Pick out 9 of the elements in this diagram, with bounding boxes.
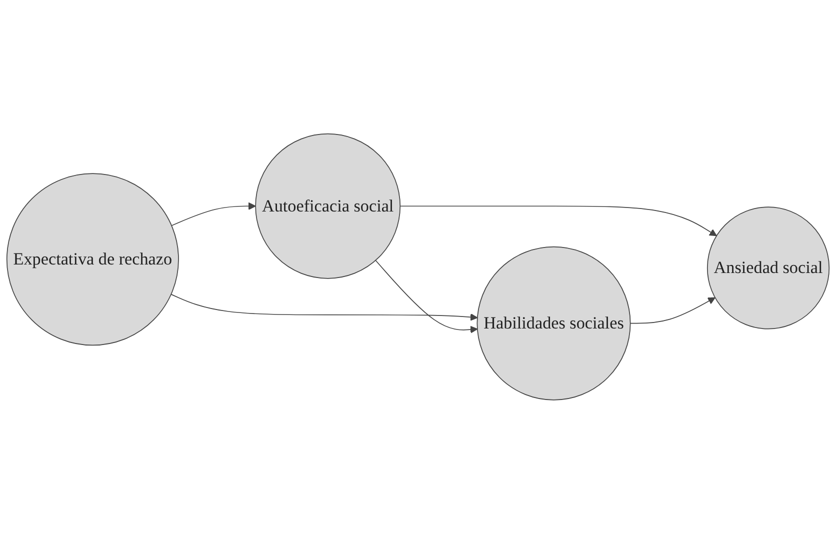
arrow bbox=[630, 296, 716, 324]
node-circle: Expectativa de rechazo bbox=[6, 172, 179, 346]
arrow bbox=[400, 205, 717, 236]
arrow bbox=[170, 294, 478, 321]
node-circle: Ansiedad social bbox=[706, 206, 830, 329]
node-circle: Autoeficacia social bbox=[255, 133, 401, 278]
arrow bbox=[171, 202, 256, 226]
arrow bbox=[375, 260, 478, 333]
node-circle: Habilidades sociales bbox=[476, 246, 631, 400]
